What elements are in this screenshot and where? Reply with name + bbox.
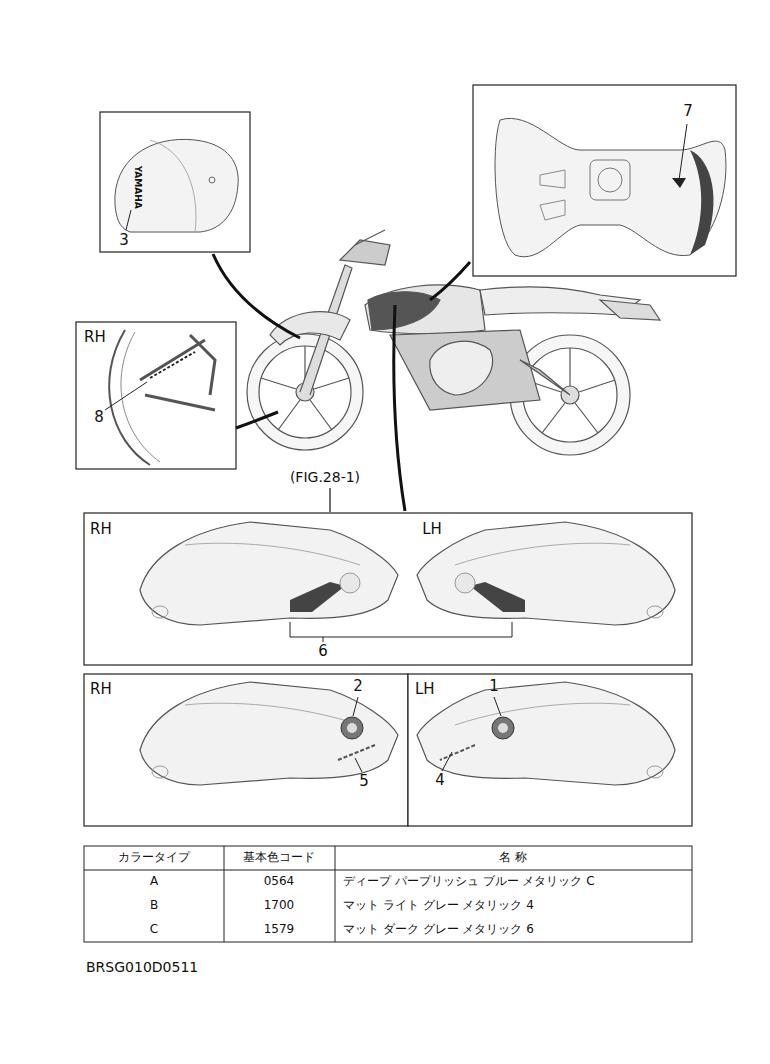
table-header: 基本色コード: [243, 851, 315, 865]
callout-number: 6: [318, 643, 328, 660]
callout-number: 3: [119, 232, 129, 249]
callout-number: 1: [489, 678, 499, 695]
table-cell: B: [150, 899, 158, 913]
callout-number: 2: [353, 678, 363, 695]
side-label: LH: [422, 521, 442, 538]
table-cell: A: [150, 875, 158, 889]
table-cell: 0564: [264, 875, 295, 889]
table-cell: マット ダーク グレー メタリック 6: [343, 923, 534, 937]
table-header: 名 称: [499, 851, 527, 865]
brand-text: YAMAHA: [133, 165, 143, 208]
side-label: RH: [90, 521, 112, 538]
drawing-number: BRSG010D0511: [86, 959, 198, 975]
table-cell: 1700: [264, 899, 295, 913]
callout-number: 8: [94, 409, 104, 426]
table-cell: ディープ パープリッシュ ブルー メタリック C: [343, 875, 595, 889]
figure-reference: (FIG.28-1): [290, 469, 360, 485]
side-label: LH: [415, 681, 435, 698]
table-cell: 1579: [264, 923, 295, 937]
callout-number: 7: [683, 103, 693, 120]
table-header: カラータイプ: [118, 851, 190, 865]
side-label: RH: [90, 681, 112, 698]
table-cell: マット ライト グレー メタリック 4: [343, 899, 534, 913]
callout-number: 4: [435, 772, 445, 789]
callout-number: 5: [359, 773, 369, 790]
side-label: RH: [84, 329, 106, 346]
table-cell: C: [150, 923, 158, 937]
